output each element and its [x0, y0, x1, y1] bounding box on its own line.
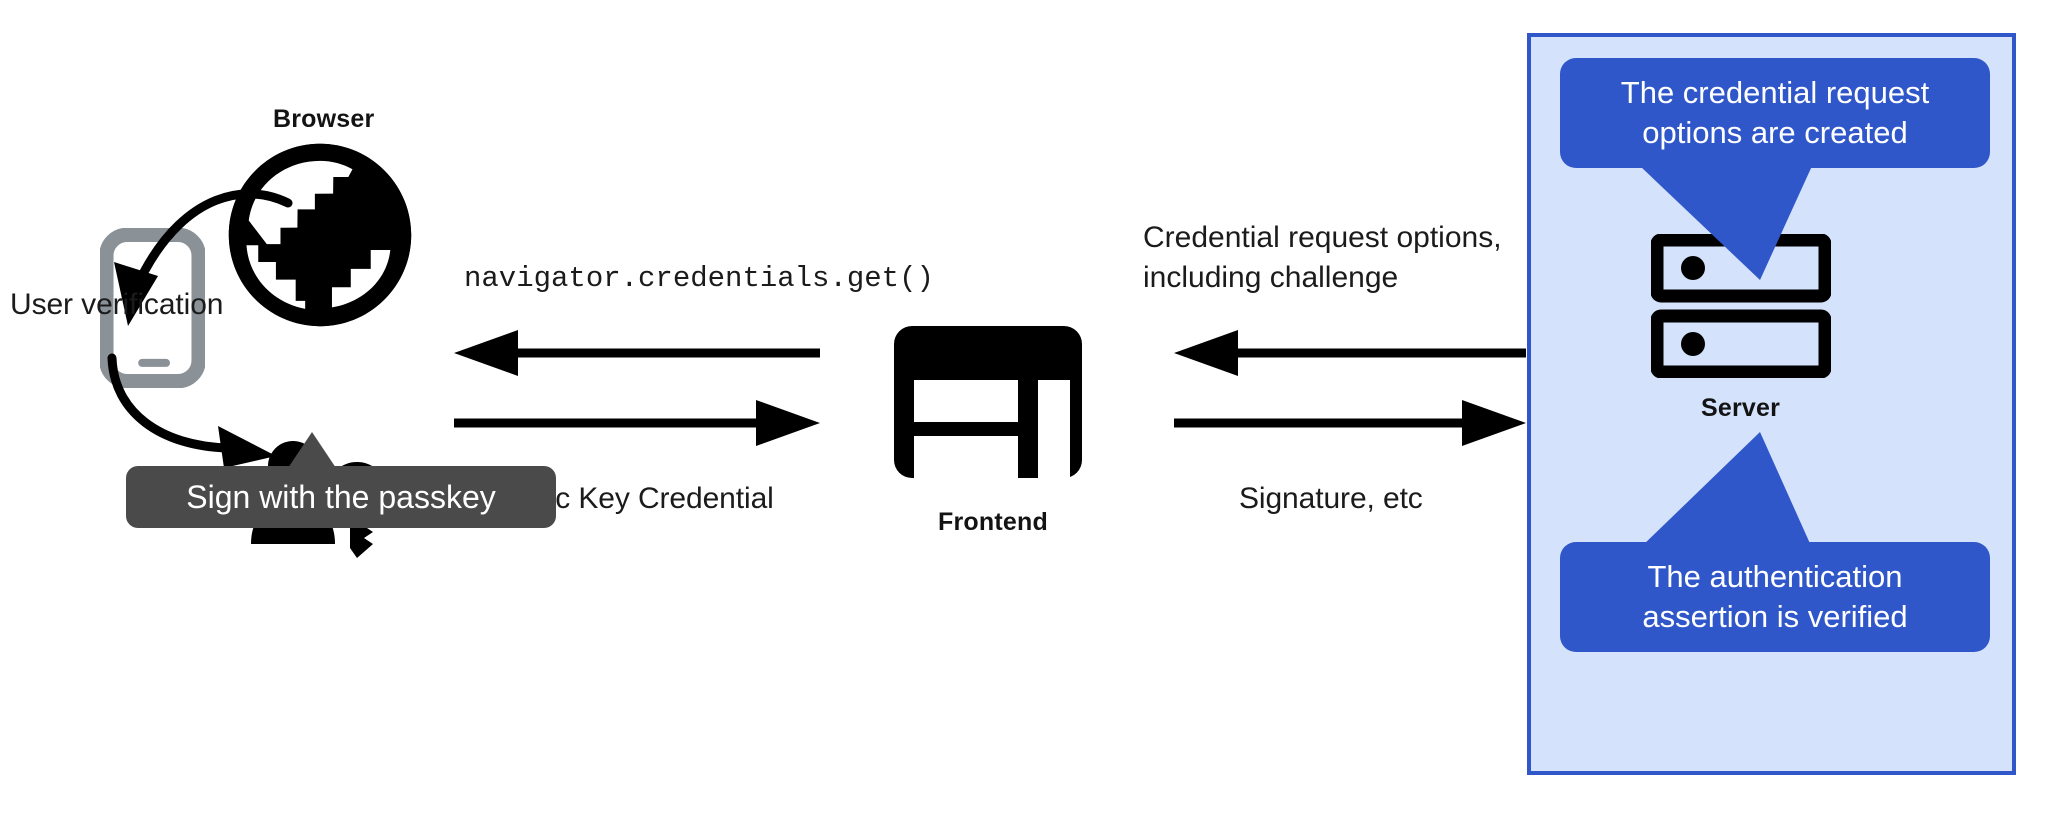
browser-to-frontend-arrow: [452, 400, 822, 446]
browser-to-phone-arrow: [96, 176, 296, 336]
navigator-credentials-get-label: navigator.credentials.get(): [464, 262, 934, 295]
frontend-label: Frontend: [938, 508, 1048, 536]
browser-label: Browser: [273, 105, 375, 133]
server-label: Server: [1701, 394, 1781, 422]
assertion-verified-callout: The authentication assertion is verified: [1560, 542, 1990, 652]
server-to-frontend-arrow: [1172, 330, 1528, 376]
credential-request-created-callout: The credential request options are creat…: [1560, 58, 1990, 168]
frontend-to-server-arrow: [1172, 400, 1528, 446]
credential-request-created-tail: [1620, 164, 1850, 284]
globe-icon: [225, 140, 415, 330]
browser-window-icon: [890, 322, 1086, 482]
frontend-to-browser-arrow: [452, 330, 822, 376]
assertion-verified-tail: [1620, 430, 1850, 550]
sign-with-passkey-callout: Sign with the passkey: [126, 466, 556, 528]
user-verification-label: User verification: [10, 288, 224, 321]
signature-etc-label: Signature, etc: [1239, 482, 1423, 515]
phone-to-user-arrow: [100, 352, 290, 472]
credential-request-options-label: Credential request options, including ch…: [1143, 221, 1502, 294]
